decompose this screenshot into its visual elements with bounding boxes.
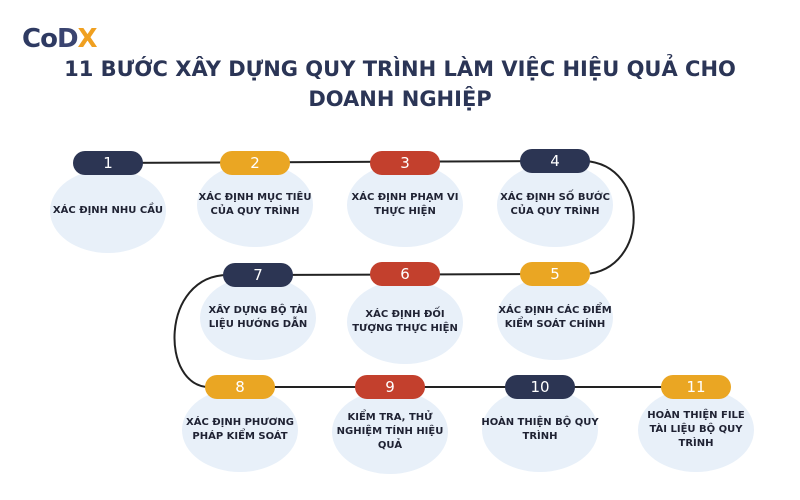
step-description-3: XÁC ĐỊNH PHẠM VI THỰC HIỆN: [351, 192, 459, 217]
step-pill-2: [220, 151, 290, 175]
step-number-9: 9: [385, 378, 395, 396]
step-number-1: 1: [103, 154, 113, 172]
step-description-2: XÁC ĐỊNH MỤC TIÊU CỦA QUY TRÌNH: [198, 192, 312, 217]
step-bubble-3: [347, 163, 463, 247]
step-number-5: 5: [550, 265, 560, 283]
step-bubble-10: [482, 388, 598, 472]
step-number-7: 7: [253, 266, 263, 284]
step-description-8: XÁC ĐỊNH PHƯƠNG PHÁP KIỂM SOÁT: [186, 417, 294, 442]
step-pill-6: [370, 262, 440, 286]
step-bubble-7: [200, 276, 316, 360]
codx-logo: CoDX: [22, 24, 98, 54]
step-bubble-6: [347, 280, 463, 364]
step-description-10: HOÀN THIỆN BỘ QUY TRÌNH: [481, 417, 599, 442]
step-bubble-2: [197, 163, 313, 247]
step-pill-11: [661, 375, 731, 399]
step-pill-8: [205, 375, 275, 399]
step-pill-3: [370, 151, 440, 175]
connector-curve-4-5: [584, 160, 635, 275]
step-bubble-4: [497, 163, 613, 247]
step-number-6: 6: [400, 265, 410, 283]
step-bubble-9: [332, 390, 448, 474]
step-number-8: 8: [235, 378, 245, 396]
step-description-7: XÂY DỰNG BỘ TÀI LIỆU HƯỚNG DẪN: [208, 305, 308, 330]
step-bubble-8: [182, 388, 298, 472]
connector-row-1: [107, 160, 556, 164]
step-number-4: 4: [550, 152, 560, 170]
step-pill-5: [520, 262, 590, 286]
step-description-9: KIỂM TRA, THỬ NGHIỆM TÍNH HIỆU QUẢ: [336, 412, 444, 451]
step-number-2: 2: [250, 154, 260, 172]
step-description-6: XÁC ĐỊNH ĐỐI TƯỢNG THỰC HIỆN: [352, 309, 458, 334]
step-bubble-11: [638, 388, 754, 472]
step-bubble-1: [50, 169, 166, 253]
step-pill-7: [223, 263, 293, 287]
step-number-10: 10: [530, 378, 549, 396]
page-title-line-1: 11 BƯỚC XÂY DỰNG QUY TRÌNH LÀM VIỆC HIỆU…: [64, 57, 736, 81]
step-bubble-5: [497, 276, 613, 360]
step-pill-4: [520, 149, 590, 173]
step-number-3: 3: [400, 154, 410, 172]
step-description-5: XÁC ĐỊNH CÁC ĐIỂM KIỂM SOÁT CHÍNH: [498, 305, 612, 330]
connector-curve-7-8: [173, 274, 229, 389]
step-description-11: HOÀN THIỆN FILE TÀI LIỆU BỘ QUY TRÌNH: [647, 410, 745, 449]
step-number-11: 11: [686, 378, 705, 396]
step-pill-10: [505, 375, 575, 399]
step-description-4: XÁC ĐỊNH SỐ BƯỚC CỦA QUY TRÌNH: [500, 192, 610, 217]
page-title: 11 BƯỚC XÂY DỰNG QUY TRÌNH LÀM VIỆC HIỆU…: [40, 54, 760, 114]
step-description-1: XÁC ĐỊNH NHU CẦU: [52, 205, 164, 216]
step-pill-1: [73, 151, 143, 175]
page-title-line-2: DOANH NGHIỆP: [308, 87, 492, 111]
step-pill-9: [355, 375, 425, 399]
